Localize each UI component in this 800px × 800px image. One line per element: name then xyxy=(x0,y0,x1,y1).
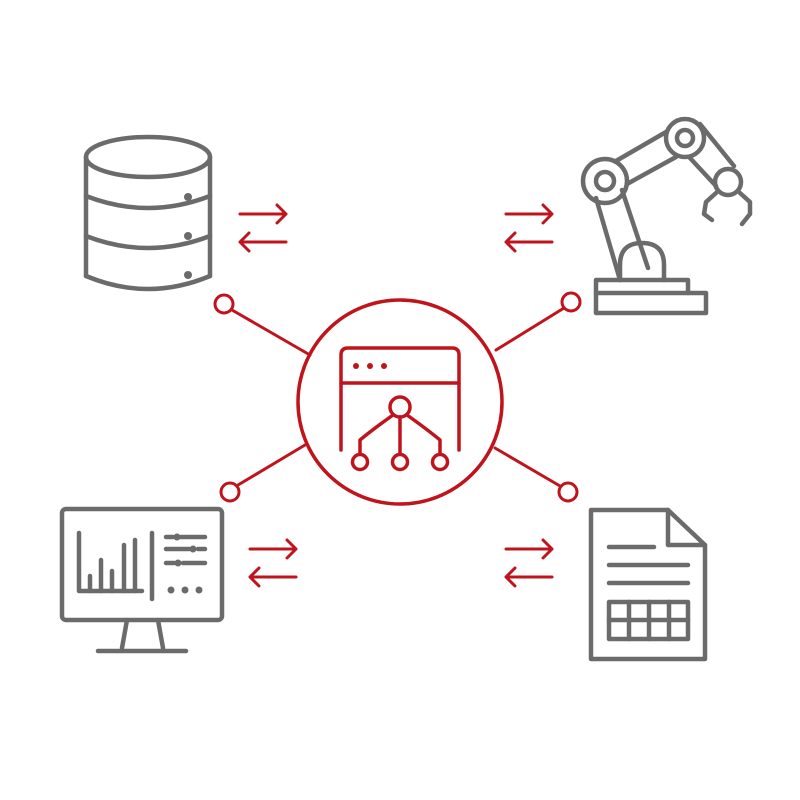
database-icon xyxy=(83,134,213,292)
monitor-dashboard-icon xyxy=(59,506,225,654)
bidirectional-arrows-icon-bottom-right xyxy=(504,538,554,588)
connector-node-top-right xyxy=(560,291,582,313)
bidirectional-arrows-icon-top-left xyxy=(238,203,288,253)
connector-line-bottom-right xyxy=(493,446,562,488)
bidirectional-arrows-icon-bottom-left xyxy=(248,538,298,588)
robotic-arm-icon xyxy=(580,116,753,316)
connector-line-top-right xyxy=(494,306,566,352)
connector-node-top-left xyxy=(213,293,235,315)
connector-line-top-left xyxy=(230,308,312,357)
hub-circle xyxy=(296,298,504,506)
connector-line-bottom-left xyxy=(236,443,307,487)
browser-window-hierarchy-icon xyxy=(296,298,504,506)
hub-connectors xyxy=(213,291,582,503)
connector-node-bottom-right xyxy=(557,481,579,503)
connector-node-bottom-left xyxy=(219,481,241,503)
bidirectional-arrows-icon-top-right xyxy=(504,203,554,253)
spreadsheet-document-icon xyxy=(588,507,708,662)
